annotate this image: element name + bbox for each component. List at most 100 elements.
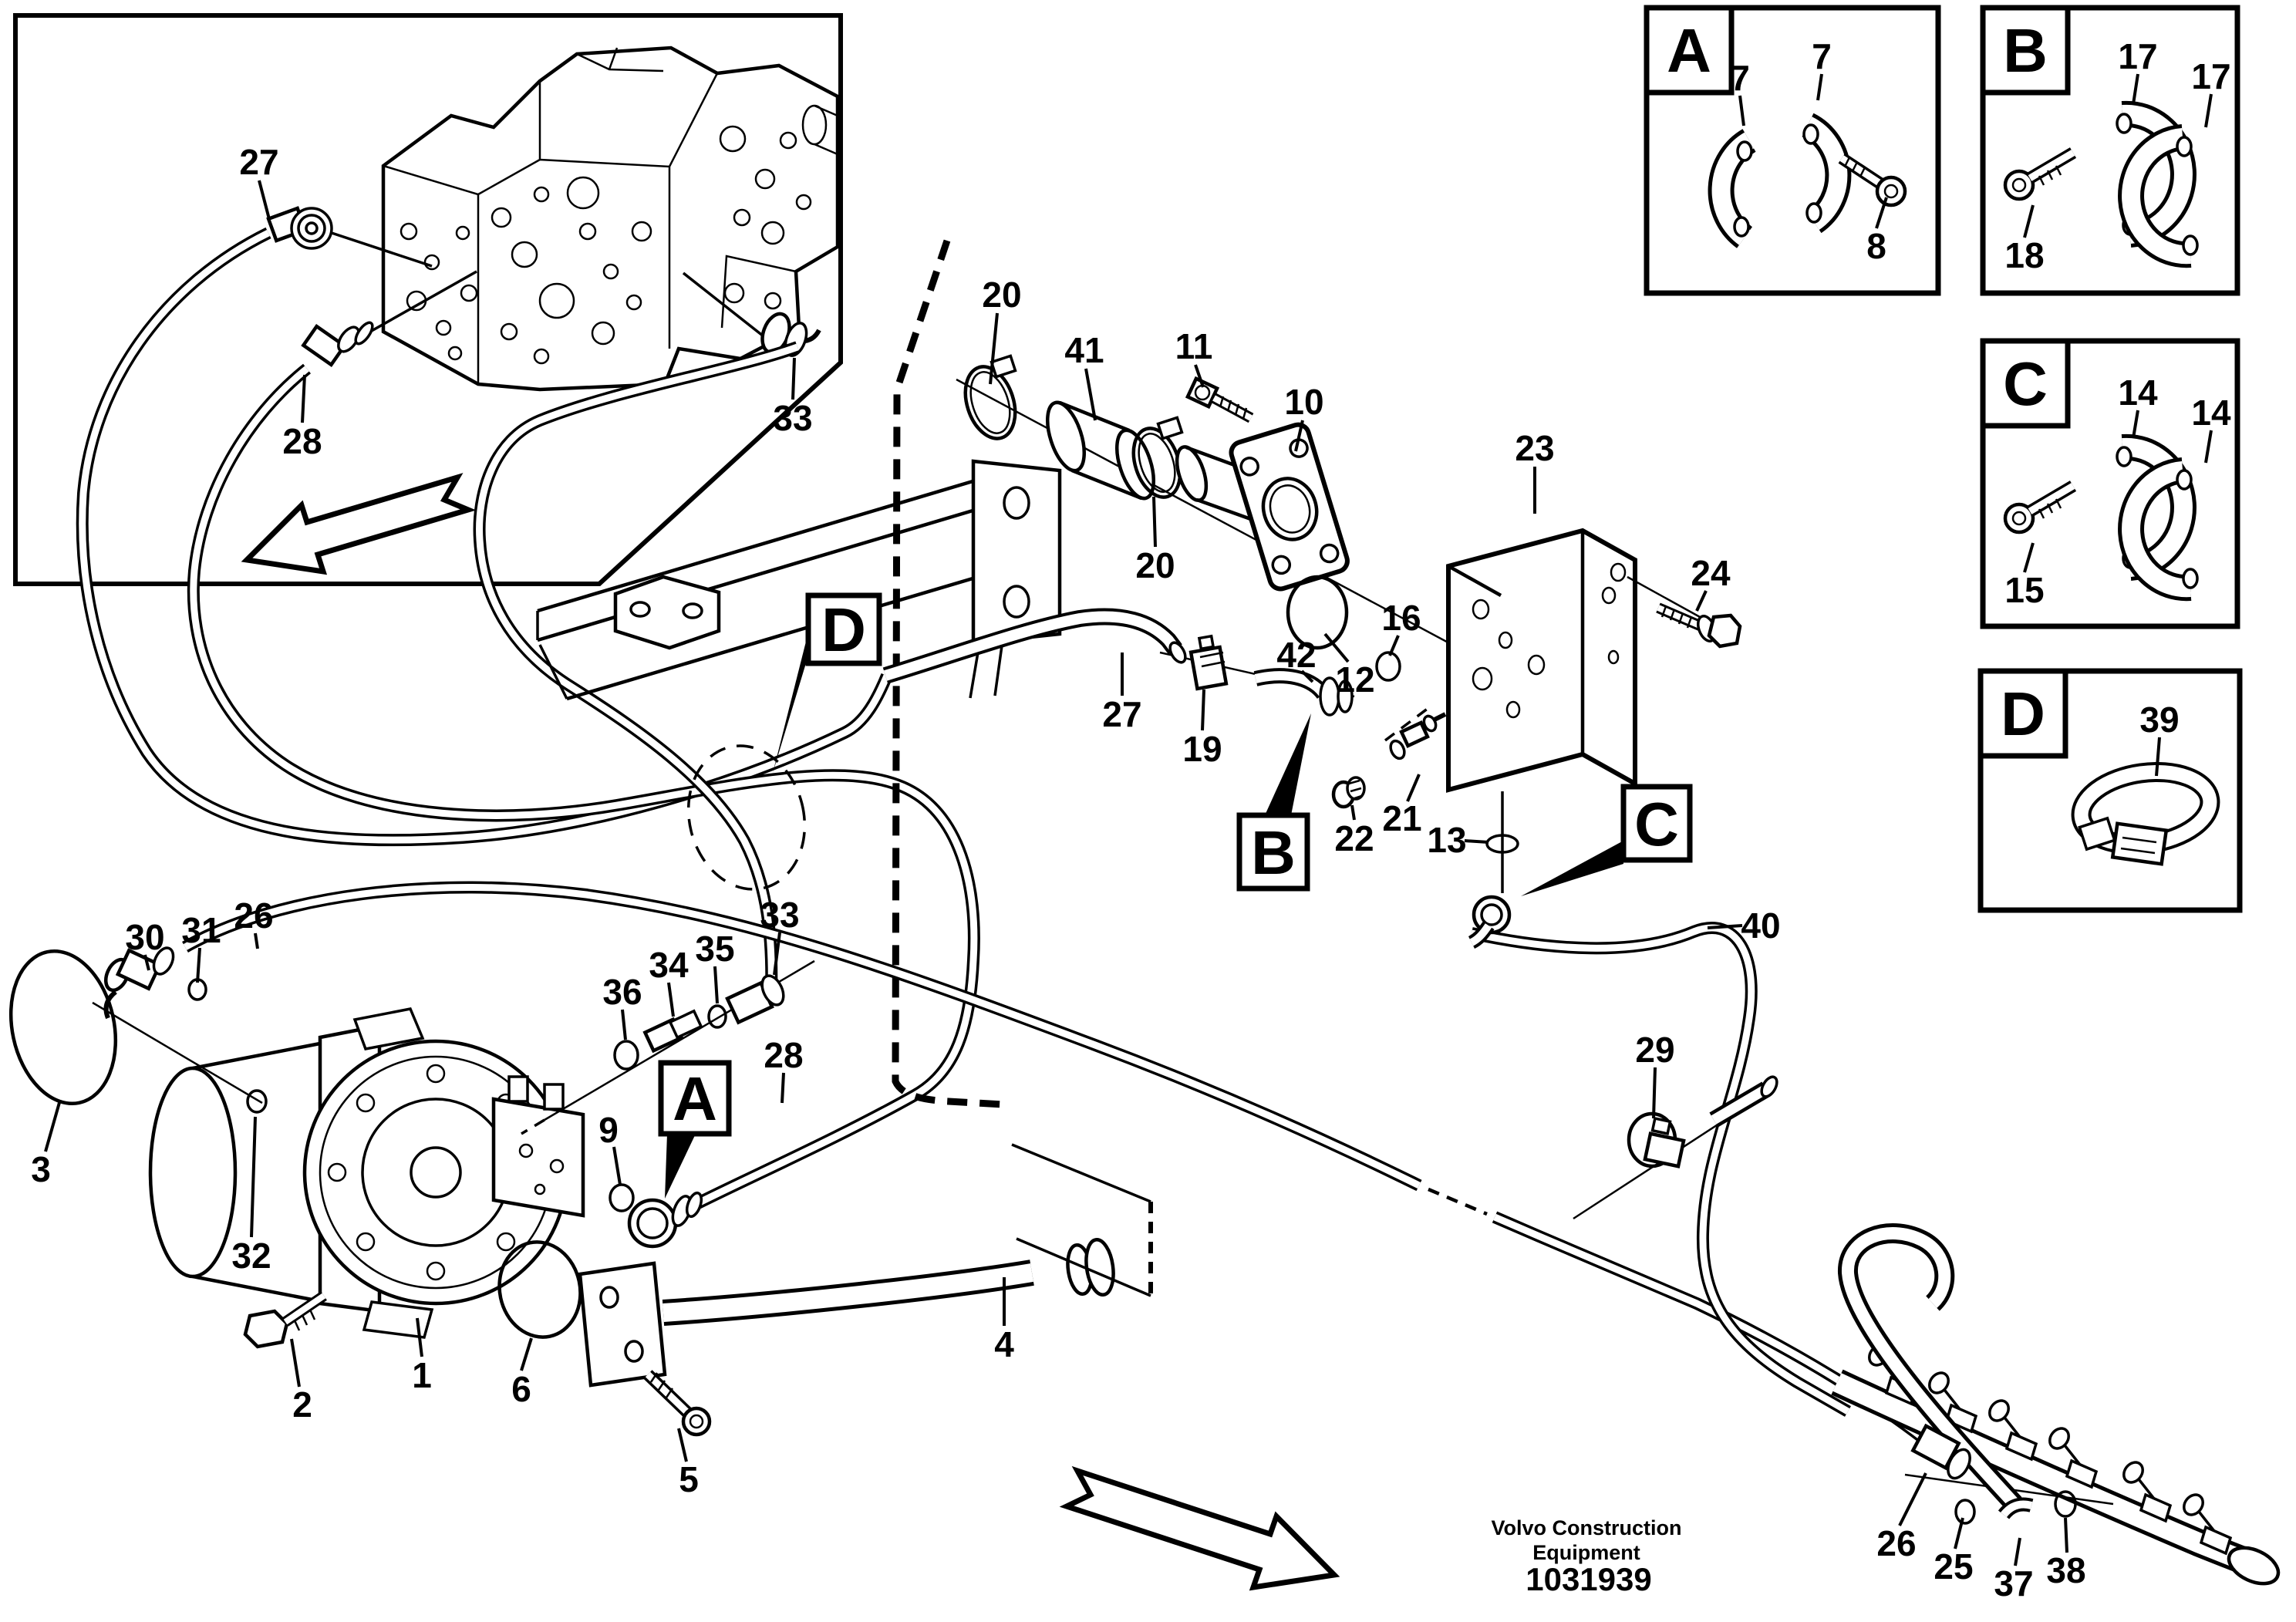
part-label-5: 5 [679,1459,699,1499]
plug-22 [1331,776,1366,809]
part-label-24: 24 [1691,553,1731,593]
leader-line-40 [1707,924,1743,929]
leader-line-35 [713,966,719,1004]
ball-fitting-a [627,1191,703,1249]
part-label-11: 11 [1175,326,1213,366]
part-label-41: 41 [1064,330,1104,370]
leader-line-27 [258,180,271,220]
leader-line-31 [196,947,201,983]
brand-line2: Equipment [1532,1541,1640,1564]
leader-line-29 [1652,1067,1657,1119]
hydraulic-pump [148,1007,585,1339]
overview-frame [13,13,843,586]
leader-line-34 [667,982,675,1017]
leader-line-11 [1194,364,1205,388]
detail-box-a [1644,5,1941,296]
center-assembly [956,354,1466,682]
leader-line-14 [2204,430,2213,464]
part-label-23: 23 [1515,428,1554,468]
leader-line-12 [1323,632,1350,663]
part-label-14: 14 [2118,373,2158,413]
bolt-18 [2003,147,2077,201]
leader-line-18 [2023,204,2035,238]
part-label-27: 27 [1102,694,1141,734]
part-label-37: 37 [1994,1563,2033,1603]
leader-line-2 [290,1338,301,1388]
leader-line-20 [989,312,999,385]
part-label-15: 15 [2004,570,2044,610]
leader-line-26 [1898,1472,1927,1526]
frame-border [13,13,843,586]
union-nut-26 [1910,1423,1971,1480]
part-label-21: 21 [1382,798,1421,838]
o-ring-12 [1286,575,1349,650]
callout-c-letter: C [1634,790,1679,858]
bolt-5 [643,1370,712,1437]
leader-line-32 [250,1116,257,1238]
leader-line-14 [2132,410,2139,439]
footer-brand: Volvo Construction Equipment 1031939 [1492,1516,1682,1597]
leader-line-39 [2155,737,2161,777]
band-clamp-39 [2071,761,2220,866]
part-label-35: 35 [695,929,734,969]
manifold-hook-hose [1838,1223,2022,1511]
main-valve-block [381,46,840,392]
part-label-20: 20 [982,275,1021,315]
part-label-28: 28 [282,421,322,461]
direction-arrow-upper [241,473,477,575]
leader-line-28 [781,1072,785,1104]
part-label-32: 32 [231,1236,271,1276]
detail-box-a-letter: A [1667,16,1711,85]
part-label-19: 19 [1182,729,1222,769]
callout-a-letter: A [673,1064,717,1133]
part-label-8: 8 [1866,226,1886,266]
washer-35 [707,1004,727,1029]
banjo-fitting-c [1468,895,1512,949]
mount-bracket-plate [971,459,1062,646]
leader-line-37 [2014,1537,2021,1566]
leader-line-30 [143,954,150,971]
flange-plate-10 [1229,422,1350,592]
tube-4-flange [578,1261,667,1388]
leader-line-21 [1406,774,1421,802]
leader-line-26 [254,932,259,949]
detail-box-b-letter: B [2003,16,2048,85]
part-label-42: 42 [1276,635,1316,675]
part-label-34: 34 [649,945,689,985]
leader-line-28 [301,374,306,423]
o-ring-16 [1375,651,1401,682]
leader-line-22 [1350,804,1356,821]
detail-box-c [1980,338,2240,629]
bolt-2 [243,1291,327,1349]
banjo-fitting-33 [682,271,821,357]
o-ring-25 [1954,1499,1976,1525]
part-label-22: 22 [1334,818,1374,858]
leader-line-17 [2204,93,2213,128]
part-label-2: 2 [292,1384,312,1425]
part-label-10: 10 [1284,382,1323,422]
part-label-33: 33 [760,895,799,935]
leader-line-36 [621,1009,627,1040]
leader-line-1 [416,1317,423,1357]
part-label-3: 3 [31,1149,51,1189]
hose-clamp-20a [963,354,1017,440]
hose-clamp-19 [1188,634,1229,691]
part-label-39: 39 [2139,700,2179,740]
bolt-24 [1627,575,1742,649]
part-label-38: 38 [2046,1550,2085,1590]
elbow-hose-42 [1253,668,1354,717]
callout-d-letter: D [821,595,866,664]
o-ring-38 [2054,1490,2077,1518]
leader-line-8 [1875,197,1888,229]
leader-line-17 [2132,73,2139,105]
leader-line-7 [1738,95,1745,126]
bolt-8 [1838,153,1907,207]
direction-arrow-lower [1059,1465,1340,1591]
callout-a [658,1060,732,1199]
leader-line-19 [1201,689,1205,731]
callout-c [1521,784,1693,896]
leader-line-33 [773,932,781,976]
part-label-26: 26 [1876,1523,1916,1563]
